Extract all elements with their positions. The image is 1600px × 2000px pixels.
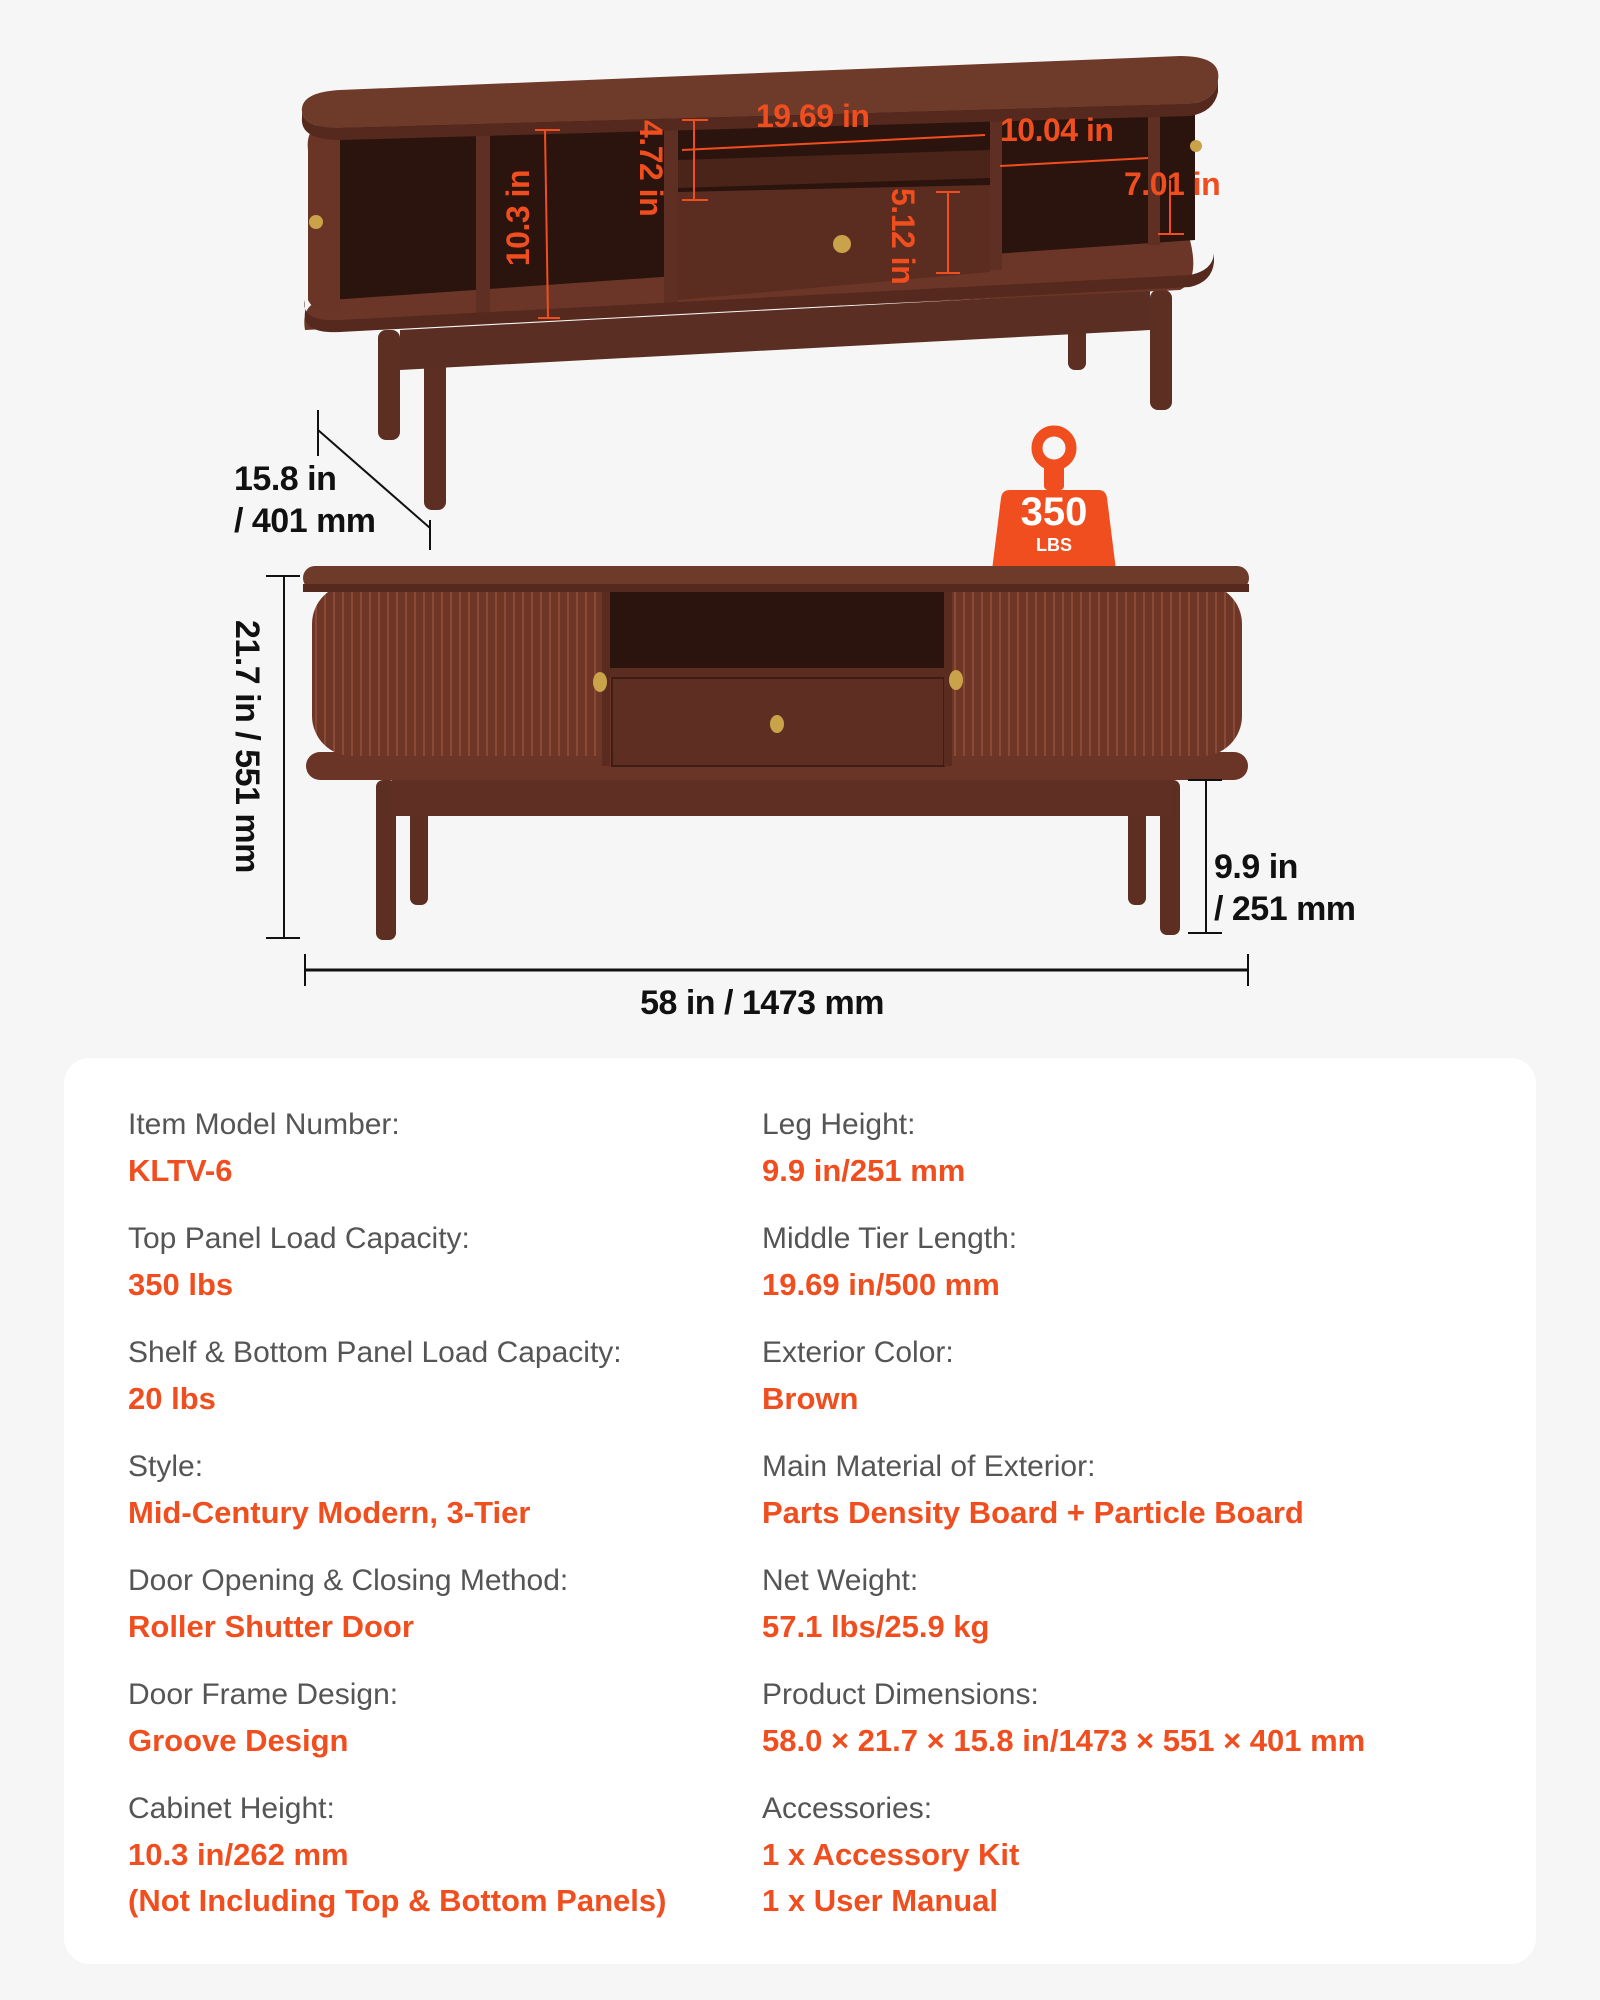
spec-label: Cabinet Height: — [128, 1792, 335, 1825]
specifications-card: Item Model Number: KLTV-6 Top Panel Load… — [64, 1058, 1536, 1964]
spec-exterior-color: Exterior Color: Brown — [762, 1330, 954, 1422]
spec-value: Mid-Century Modern, 3-Tier — [128, 1495, 531, 1530]
total-height-label: 21.7 in / 551 mm — [228, 620, 266, 873]
spec-product-dimensions: Product Dimensions: 58.0 × 21.7 × 15.8 i… — [762, 1672, 1365, 1764]
spec-label: Door Opening & Closing Method: — [128, 1564, 569, 1597]
spec-net-weight: Net Weight: 57.1 lbs/25.9 kg — [762, 1558, 989, 1650]
spec-label: Top Panel Load Capacity: — [128, 1222, 470, 1255]
spec-top-load-capacity: Top Panel Load Capacity: 350 lbs — [128, 1216, 470, 1308]
spec-accessories: Accessories: 1 x Accessory Kit 1 x User … — [762, 1786, 1019, 1924]
spec-label: Product Dimensions: — [762, 1678, 1039, 1711]
middle-tier-length-label: 19.69 in — [756, 98, 870, 134]
right-shelf-width-label: 10.04 in — [1000, 112, 1114, 148]
depth-in-label: 15.8 in — [234, 460, 337, 498]
spec-label: Exterior Color: — [762, 1336, 954, 1369]
spec-value: 9.9 in/251 mm — [762, 1153, 966, 1188]
spec-main-material: Main Material of Exterior: Parts Density… — [762, 1444, 1304, 1536]
spec-model-number: Item Model Number: KLTV-6 — [128, 1102, 400, 1194]
leg-height-in-label: 9.9 in — [1214, 848, 1298, 886]
leg-height-mm-label: / 251 mm — [1214, 890, 1356, 928]
total-width-label: 58 in / 1473 mm — [640, 984, 884, 1022]
spec-label: Middle Tier Length: — [762, 1222, 1018, 1255]
spec-style: Style: Mid-Century Modern, 3-Tier — [128, 1444, 530, 1536]
tv-stand-open-illustration — [301, 56, 1219, 550]
spec-value: 1 x User Manual — [762, 1883, 999, 1918]
weight-icon — [992, 425, 1116, 570]
spec-value: Roller Shutter Door — [128, 1609, 414, 1644]
load-unit: LBS — [1036, 535, 1072, 555]
spec-label: Leg Height: — [762, 1108, 916, 1141]
right-shelf-height-label: 7.01 in — [1124, 166, 1221, 202]
tv-stand-front-illustration — [266, 566, 1249, 986]
spec-value: 57.1 lbs/25.9 kg — [762, 1609, 990, 1644]
spec-label: Main Material of Exterior: — [762, 1450, 1096, 1483]
load-capacity-badge: 350 LBS — [992, 424, 1116, 570]
spec-value: 350 lbs — [128, 1267, 234, 1302]
load-value: 350 — [1020, 490, 1088, 534]
drawer-height-label: 5.12 in — [885, 188, 921, 285]
spec-label: Accessories: — [762, 1792, 933, 1825]
spec-value-note: (Not Including Top & Bottom Panels) — [128, 1883, 667, 1918]
spec-value: 19.69 in/500 mm — [762, 1267, 1000, 1302]
spec-value: 10.3 in/262 mm — [128, 1837, 349, 1872]
middle-opening-height-label: 4.72 in — [633, 120, 669, 217]
spec-door-frame: Door Frame Design: Groove Design — [128, 1672, 398, 1764]
spec-cabinet-height: Cabinet Height: 10.3 in/262 mm (Not Incl… — [128, 1786, 666, 1924]
spec-value: 20 lbs — [128, 1381, 216, 1416]
spec-shelf-load-capacity: Shelf & Bottom Panel Load Capacity: 20 l… — [128, 1330, 622, 1422]
spec-label: Door Frame Design: — [128, 1678, 399, 1711]
depth-mm-label: / 401 mm — [234, 502, 376, 540]
spec-value: 58.0 × 21.7 × 15.8 in/1473 × 551 × 401 m… — [762, 1723, 1366, 1758]
spec-value: 1 x Accessory Kit — [762, 1837, 1020, 1872]
spec-value: KLTV-6 — [128, 1153, 233, 1188]
spec-label: Shelf & Bottom Panel Load Capacity: — [128, 1336, 622, 1369]
spec-value: Groove Design — [128, 1723, 349, 1758]
spec-leg-height: Leg Height: 9.9 in/251 mm — [762, 1102, 965, 1194]
spec-door-method: Door Opening & Closing Method: Roller Sh… — [128, 1558, 568, 1650]
spec-label: Item Model Number: — [128, 1108, 400, 1141]
spec-label: Net Weight: — [762, 1564, 919, 1597]
spec-middle-tier-length: Middle Tier Length: 19.69 in/500 mm — [762, 1216, 1017, 1308]
spec-label: Style: — [128, 1450, 204, 1483]
spec-value: Brown — [762, 1381, 859, 1416]
spec-value: Parts Density Board + Particle Board — [762, 1495, 1304, 1530]
